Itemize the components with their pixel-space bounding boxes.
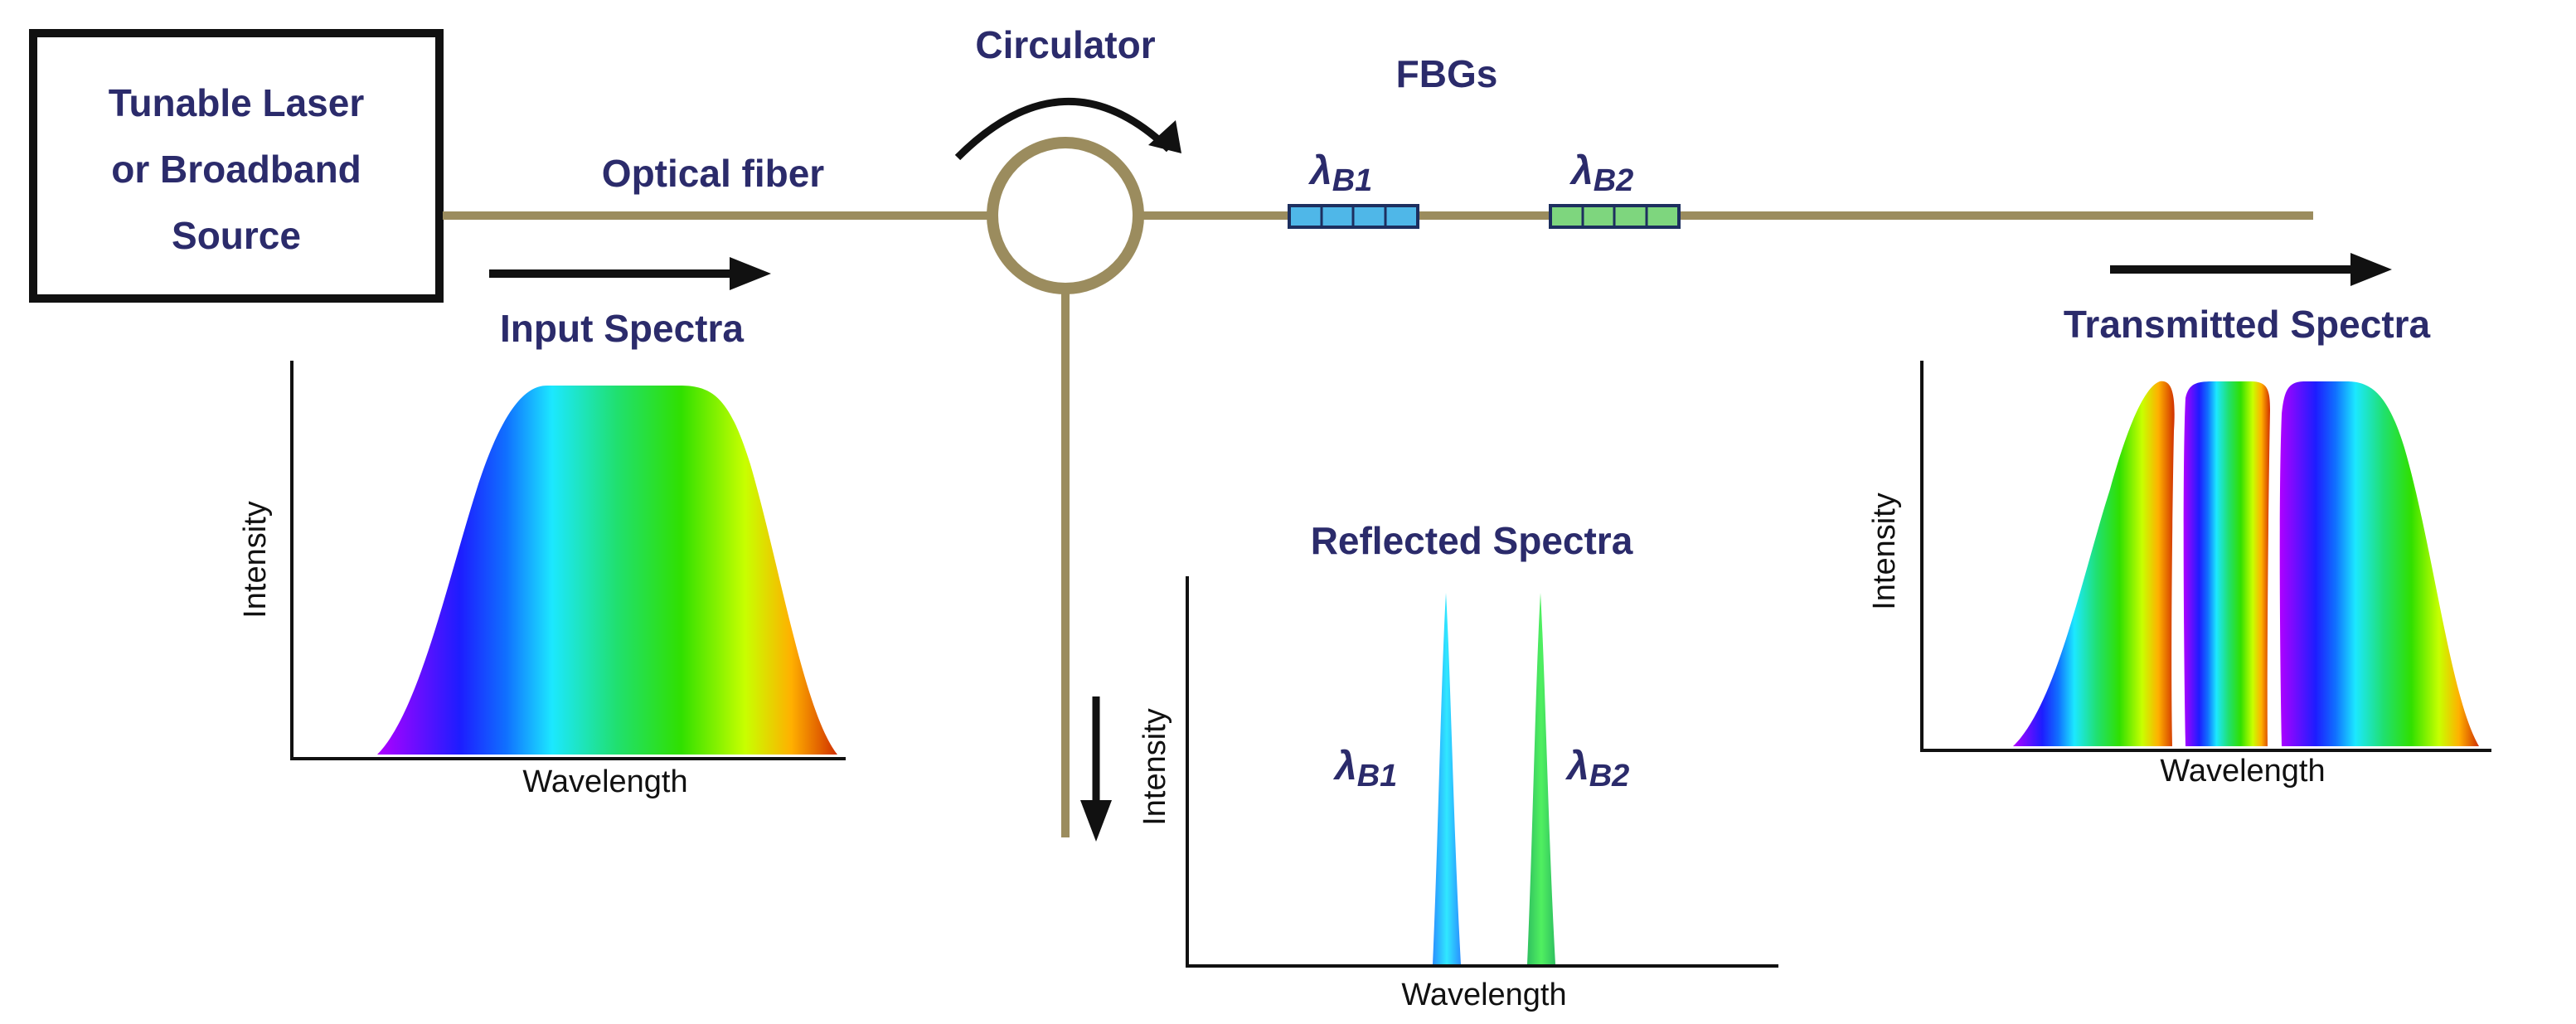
input-axes bbox=[290, 361, 846, 760]
circulator-arrow bbox=[954, 98, 1172, 161]
reflected-ylabel: Intensity bbox=[1138, 708, 1172, 826]
transmitted-band-1 bbox=[2013, 381, 2175, 746]
input-spectrum-curve bbox=[377, 386, 837, 755]
reflected-axes bbox=[1186, 576, 1778, 968]
transmitted-band-3 bbox=[2279, 381, 2479, 746]
reflected-spectra-title: Reflected Spectra bbox=[1311, 519, 1633, 562]
input-direction-arrow bbox=[489, 257, 771, 290]
transmitted-direction-arrow bbox=[2110, 253, 2392, 286]
transmitted-ylabel: Intensity bbox=[1867, 493, 1902, 610]
circulator bbox=[987, 137, 1144, 294]
source-label-line3: Source bbox=[172, 214, 301, 257]
reflected-b1-label: λB1 bbox=[1332, 745, 1397, 793]
grating-b2-label: λB2 bbox=[1569, 149, 1633, 198]
circulator-label: Circulator bbox=[975, 23, 1155, 66]
grating-b2 bbox=[1549, 204, 1681, 229]
source-label-line1: Tunable Laser bbox=[109, 81, 365, 124]
input-xlabel: Wavelength bbox=[522, 764, 687, 799]
source-box bbox=[29, 29, 444, 303]
reflected-direction-arrow bbox=[1080, 696, 1112, 842]
input-ylabel: Intensity bbox=[238, 501, 273, 619]
optical-fiber-label: Optical fiber bbox=[602, 152, 824, 195]
grating-b1-label: λB1 bbox=[1307, 149, 1372, 198]
reflected-b2-label: λB2 bbox=[1565, 745, 1629, 793]
transmitted-xlabel: Wavelength bbox=[2160, 754, 2325, 789]
input-spectra-title: Input Spectra bbox=[500, 307, 744, 350]
reflected-peak-b2 bbox=[1527, 593, 1555, 964]
transmitted-axes bbox=[1920, 361, 2491, 752]
reflected-peak-b1 bbox=[1433, 593, 1461, 964]
grating-b1 bbox=[1288, 204, 1419, 229]
transmitted-spectra-title: Transmitted Spectra bbox=[2064, 303, 2431, 346]
fbgs-label: FBGs bbox=[1396, 52, 1498, 95]
reflected-xlabel: Wavelength bbox=[1401, 978, 1566, 1012]
circulator-arrowhead bbox=[1148, 120, 1181, 153]
transmitted-band-2 bbox=[2183, 381, 2270, 746]
source-label-line2: or Broadband bbox=[111, 148, 361, 191]
